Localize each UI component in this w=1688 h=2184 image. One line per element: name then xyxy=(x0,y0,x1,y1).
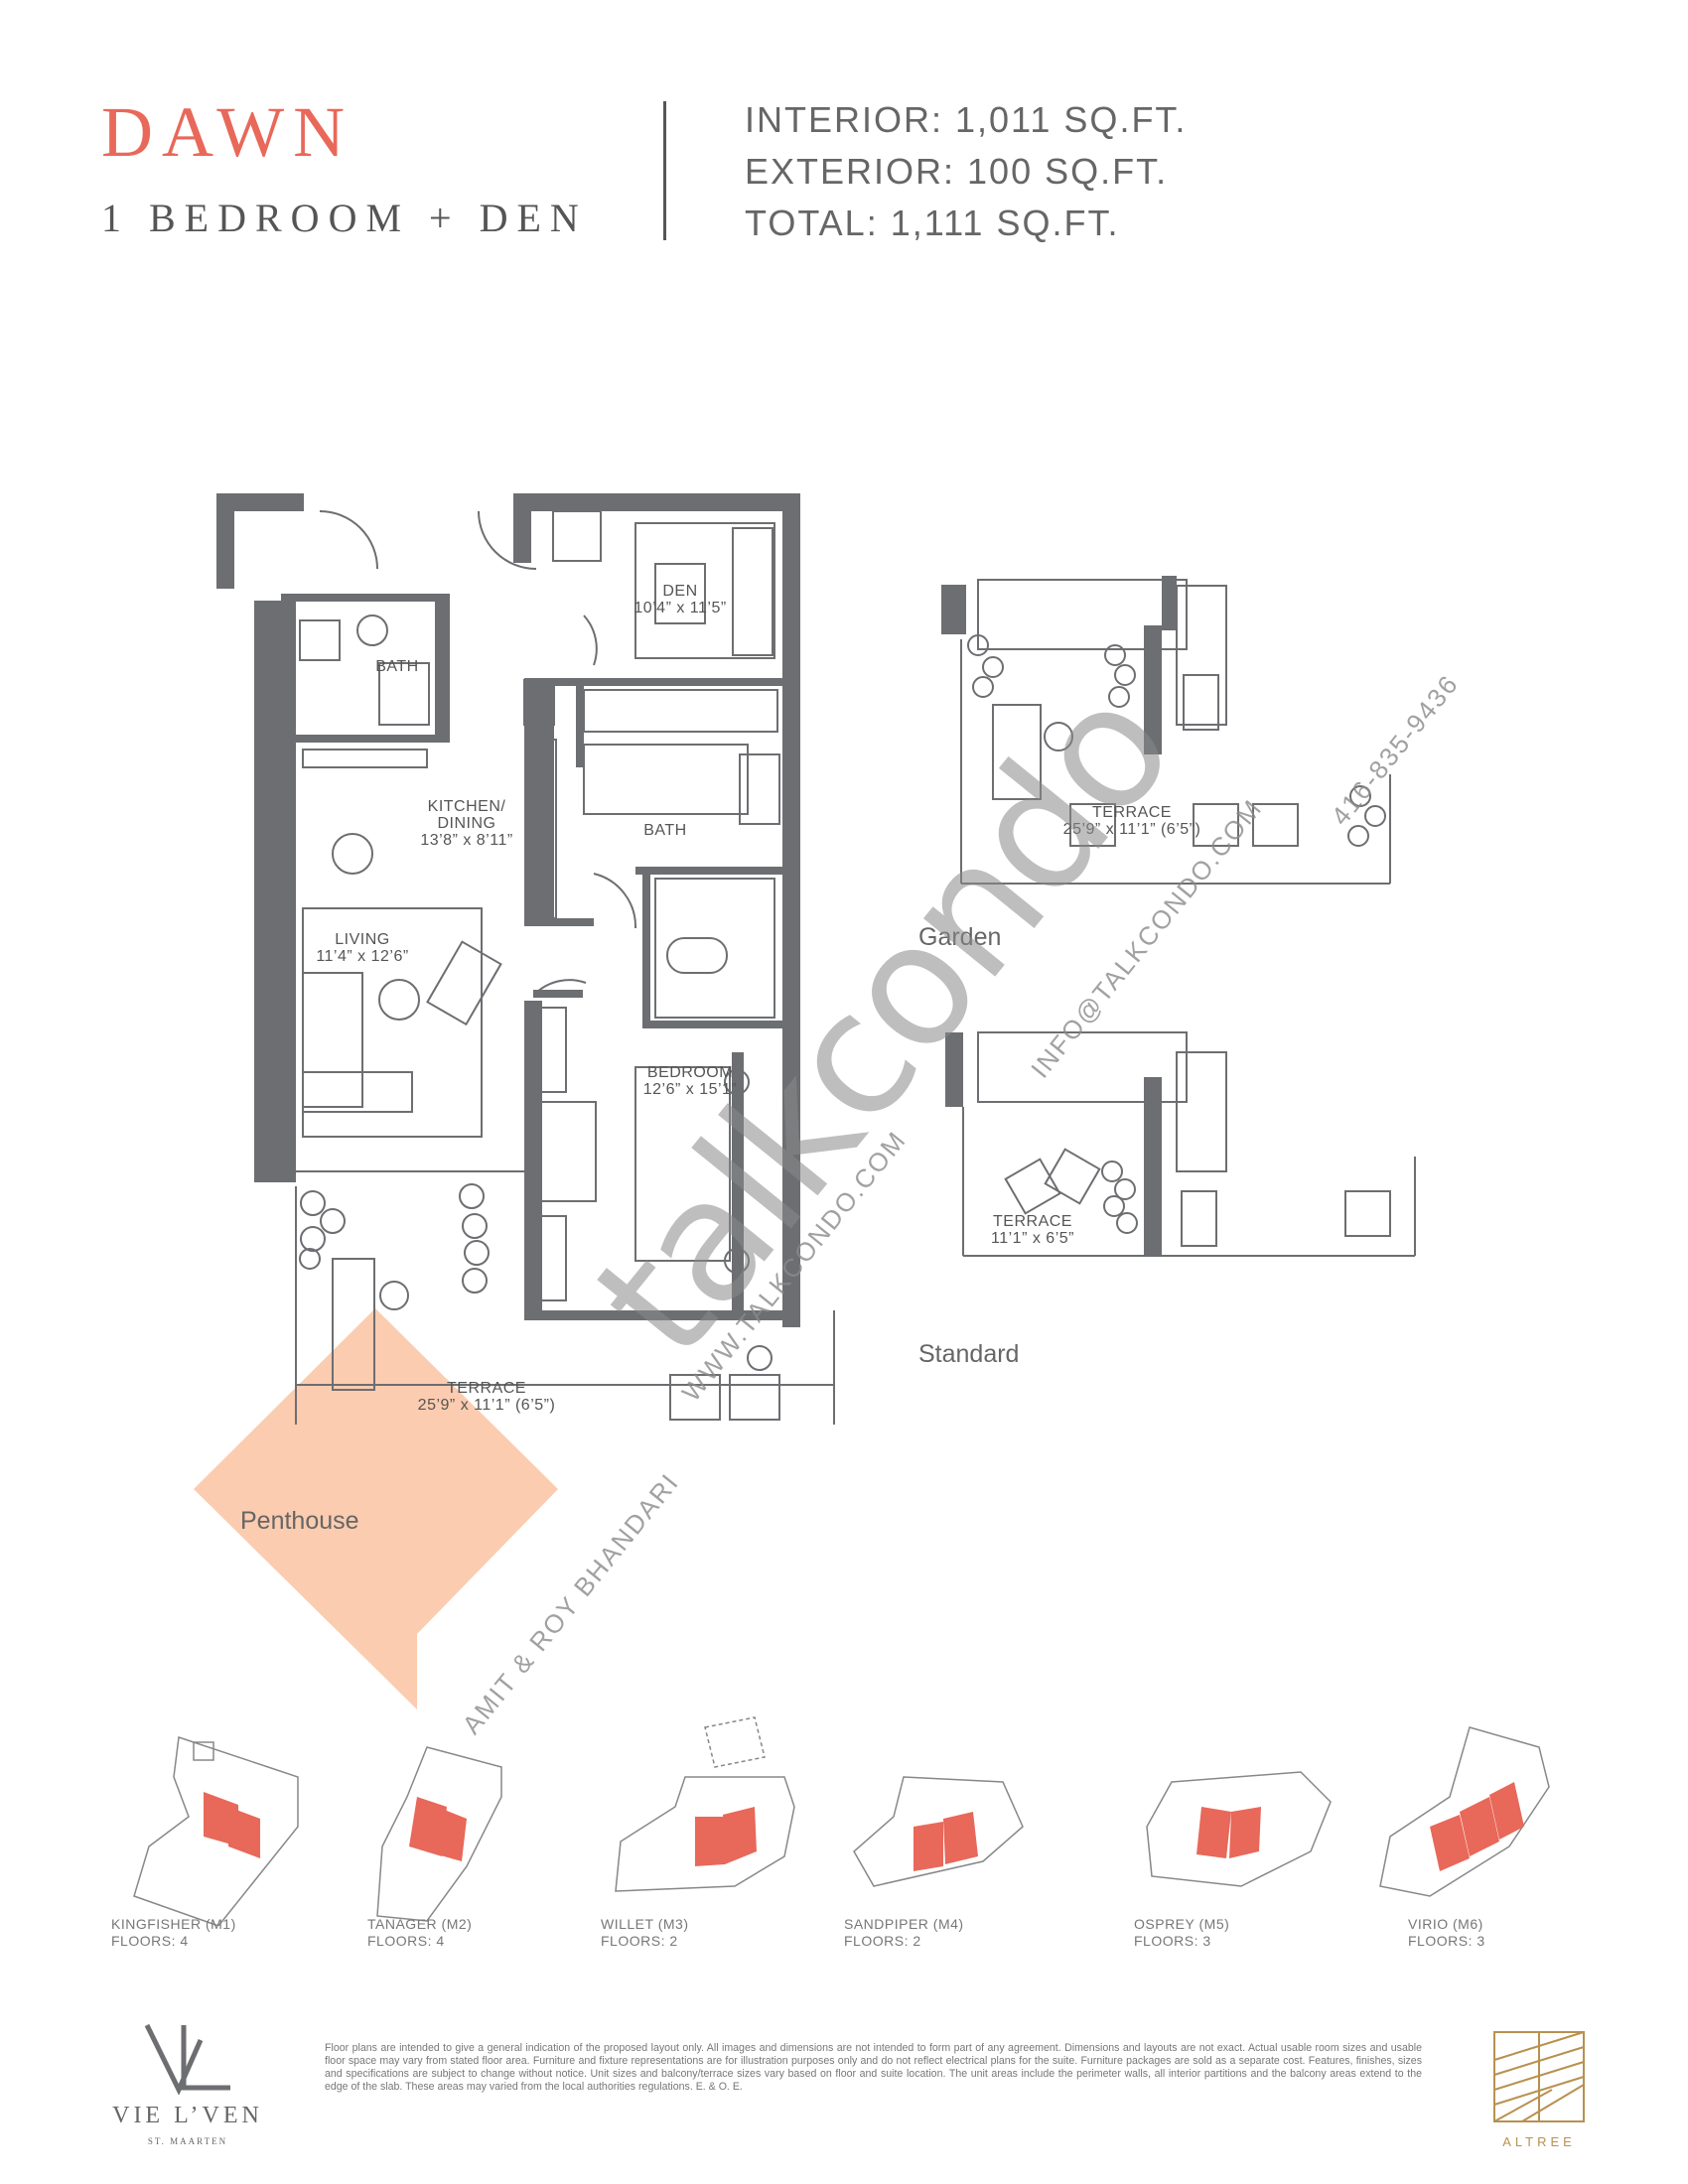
suite-type: 1 BEDROOM + DEN xyxy=(101,196,588,240)
total-area: TOTAL: 1,111 SQ.FT. xyxy=(745,203,1120,243)
brand-location: ST. MAARTEN xyxy=(147,2136,228,2146)
living-name: LIVING xyxy=(335,931,390,948)
key-plan-m5 xyxy=(1146,1771,1332,1887)
room-bath-2: BATH xyxy=(643,822,687,839)
standard-variant-fixtures xyxy=(962,1031,1416,1257)
terrace-garden-size: 25’9” x 11’1” (6’5”) xyxy=(1062,821,1201,838)
living-size: 11’4” x 12’6” xyxy=(316,948,409,965)
den-name: DEN xyxy=(662,583,698,600)
key-plan-label-m1: KINGFISHER (M1) FLOORS: 4 xyxy=(111,1916,236,1950)
altree-logo-icon xyxy=(1493,2031,1585,2122)
kitchen-name-2: DINING xyxy=(437,815,496,832)
key-plan-label-m6: VIRIO (M6) FLOORS: 3 xyxy=(1408,1916,1485,1950)
variant-penthouse-label: Penthouse xyxy=(240,1507,359,1535)
key-plan-m2-name: TANAGER (M2) xyxy=(367,1916,473,1932)
room-den: DEN 10’4” x 11’5” xyxy=(621,583,740,616)
key-plan-m1-name: KINGFISHER (M1) xyxy=(111,1916,236,1932)
room-living: LIVING 11’4” x 12’6” xyxy=(303,931,422,965)
key-plans-drawing xyxy=(133,1716,1550,1926)
key-plan-m1 xyxy=(133,1735,299,1926)
key-plan-m5-name: OSPREY (M5) xyxy=(1134,1916,1230,1932)
variant-garden-label: Garden xyxy=(918,923,1002,951)
key-plan-m2-floors: FLOORS: 4 xyxy=(367,1933,445,1949)
key-plan-label-m2: TANAGER (M2) FLOORS: 4 xyxy=(367,1916,472,1950)
key-plan-m2 xyxy=(376,1746,502,1922)
key-plan-label-m5: OSPREY (M5) FLOORS: 3 xyxy=(1134,1916,1229,1950)
kitchen-size: 13’8” x 8’11” xyxy=(420,832,513,849)
terrace-standard-name: TERRACE xyxy=(993,1213,1072,1230)
main-plants xyxy=(299,1183,773,1371)
vie-lven-logo-icon xyxy=(144,2023,230,2095)
key-plan-m6-name: VIRIO (M6) xyxy=(1408,1916,1483,1932)
key-plan-m3 xyxy=(615,1716,795,1892)
key-plan-m4-floors: FLOORS: 2 xyxy=(844,1933,921,1949)
main-walls xyxy=(216,493,800,1327)
room-bath-1: BATH xyxy=(375,658,419,675)
exterior-area: EXTERIOR: 100 SQ.FT. xyxy=(745,151,1169,192)
garden-variant-fixtures xyxy=(960,579,1391,885)
suite-name: DAWN xyxy=(101,92,354,172)
brand-name: VIE L’VEN xyxy=(112,2103,263,2128)
key-plan-m5-floors: FLOORS: 3 xyxy=(1134,1933,1211,1949)
bedroom-size: 12’6” x 15’1” xyxy=(642,1081,738,1098)
room-terrace-garden: TERRACE 25’9” x 11’1” (6’5”) xyxy=(1038,804,1226,838)
bedroom-name: BEDROOM xyxy=(646,1064,734,1081)
header-divider xyxy=(663,101,666,240)
terrace-standard-size: 11’1” x 6’5” xyxy=(991,1230,1074,1247)
key-plan-m4-name: SANDPIPER (M4) xyxy=(844,1916,964,1932)
key-plan-m6 xyxy=(1379,1726,1550,1897)
penthouse-highlight xyxy=(194,1308,558,1709)
garden-variant-walls xyxy=(941,576,1177,754)
standard-variant-walls xyxy=(945,1032,1162,1256)
developer-name: ALTREE xyxy=(1502,2134,1576,2149)
legal-disclaimer: Floor plans are intended to give a gener… xyxy=(325,2042,1422,2093)
main-fixtures xyxy=(295,510,835,1425)
room-kitchen: KITCHEN/ DINING 13’8” x 8’11” xyxy=(402,798,531,849)
den-size: 10’4” x 11’5” xyxy=(633,600,727,616)
key-plan-m3-name: WILLET (M3) xyxy=(601,1916,689,1932)
key-plan-m3-floors: FLOORS: 2 xyxy=(601,1933,678,1949)
room-terrace-standard: TERRACE 11’1” x 6’5” xyxy=(978,1213,1087,1247)
terrace-main-name: TERRACE xyxy=(447,1380,526,1397)
key-plan-m4 xyxy=(853,1776,1024,1887)
variant-standard-label: Standard xyxy=(918,1340,1020,1368)
room-terrace-main: TERRACE 25’9” x 11’1” (6’5”) xyxy=(392,1380,581,1414)
room-bedroom: BEDROOM 12’6” x 15’1” xyxy=(626,1064,755,1098)
key-plan-m1-floors: FLOORS: 4 xyxy=(111,1933,189,1949)
terrace-garden-name: TERRACE xyxy=(1092,804,1172,821)
key-plan-label-m4: SANDPIPER (M4) FLOORS: 2 xyxy=(844,1916,964,1950)
key-plan-label-m3: WILLET (M3) FLOORS: 2 xyxy=(601,1916,688,1950)
terrace-main-size: 25’9” x 11’1” (6’5”) xyxy=(417,1397,556,1414)
interior-area: INTERIOR: 1,011 SQ.FT. xyxy=(745,99,1188,140)
key-plan-m6-floors: FLOORS: 3 xyxy=(1408,1933,1485,1949)
kitchen-name-1: KITCHEN/ xyxy=(427,798,506,815)
